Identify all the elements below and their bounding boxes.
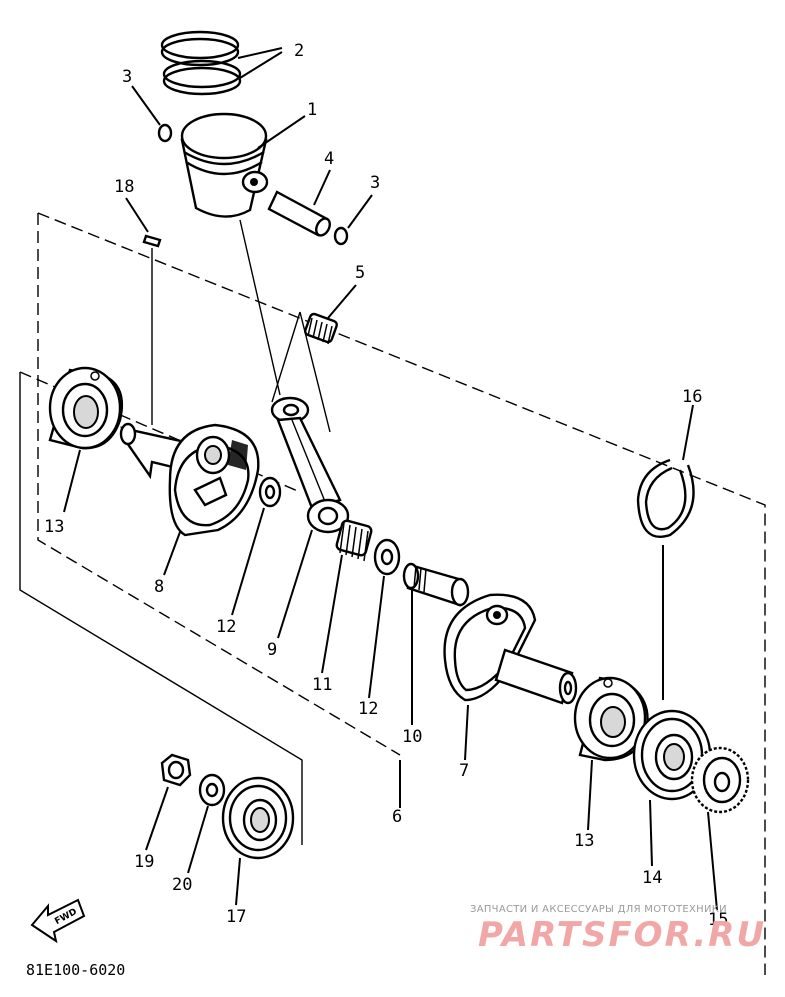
connecting-rod xyxy=(270,396,350,534)
label-part-17: 17 xyxy=(226,907,246,927)
watermark: ЗАПЧАСТИ И АКСЕССУАРЫ ДЛЯ МОТОТЕХНИКИ PA… xyxy=(470,904,766,955)
main-bearing-right xyxy=(573,676,649,762)
label-part-16: 16 xyxy=(682,387,702,407)
label-part-1: 1 xyxy=(307,100,317,120)
label-part-13-left: 13 xyxy=(44,517,64,537)
label-part-15: 15 xyxy=(708,910,728,930)
label-part-12-right: 12 xyxy=(358,699,378,719)
label-part-2: 2 xyxy=(294,41,304,61)
washer xyxy=(198,773,226,807)
label-part-5: 5 xyxy=(355,263,365,283)
big-end-bearing xyxy=(335,519,373,562)
woodruff-key xyxy=(142,234,162,425)
label-part-13-right: 13 xyxy=(574,831,594,851)
label-part-10: 10 xyxy=(402,727,422,747)
label-part-7: 7 xyxy=(459,761,469,781)
label-part-18: 18 xyxy=(114,177,134,197)
crank-half-left xyxy=(119,422,260,537)
label-part-6: 6 xyxy=(392,807,402,827)
oil-seal-right xyxy=(632,709,712,801)
small-end-bearing xyxy=(304,312,338,345)
label-part-12-left: 12 xyxy=(216,617,236,637)
snap-ring xyxy=(636,458,695,538)
leader-lines xyxy=(63,47,718,911)
part-labels: 2 3 1 4 3 18 5 16 13 8 12 9 11 12 10 7 6… xyxy=(44,41,728,930)
label-part-3: 3 xyxy=(122,67,132,87)
label-part-20: 20 xyxy=(172,875,192,895)
watermark-caption: ЗАПЧАСТИ И АКСЕССУАРЫ ДЛЯ МОТОТЕХНИКИ xyxy=(470,904,727,915)
assembly-outline-upper xyxy=(37,212,766,975)
drive-gear xyxy=(690,746,750,814)
watermark-brand: PARTSFOR.RU xyxy=(478,915,766,955)
crank-pin xyxy=(402,562,470,607)
forward-arrow-icon: FWD xyxy=(30,898,86,944)
crank-half-right xyxy=(443,593,578,705)
label-part-4: 4 xyxy=(324,149,334,169)
label-part-19: 19 xyxy=(134,852,154,872)
label-part-9: 9 xyxy=(267,640,277,660)
circlip-upper xyxy=(157,123,173,143)
label-part-11: 11 xyxy=(312,675,332,695)
nut xyxy=(160,753,192,787)
figure-code: 81E100-6020 xyxy=(26,961,125,979)
circlip-right xyxy=(333,226,349,246)
piston-pin xyxy=(267,190,331,237)
thrust-washer-left xyxy=(258,476,282,508)
label-part-14: 14 xyxy=(642,868,662,888)
main-bearing-left xyxy=(48,366,124,450)
thrust-washer-right xyxy=(373,538,401,576)
oil-seal-left xyxy=(221,776,295,860)
piston-rings xyxy=(160,30,242,96)
piston xyxy=(180,112,269,218)
label-part-8: 8 xyxy=(154,577,164,597)
label-part-3-right: 3 xyxy=(370,173,380,193)
